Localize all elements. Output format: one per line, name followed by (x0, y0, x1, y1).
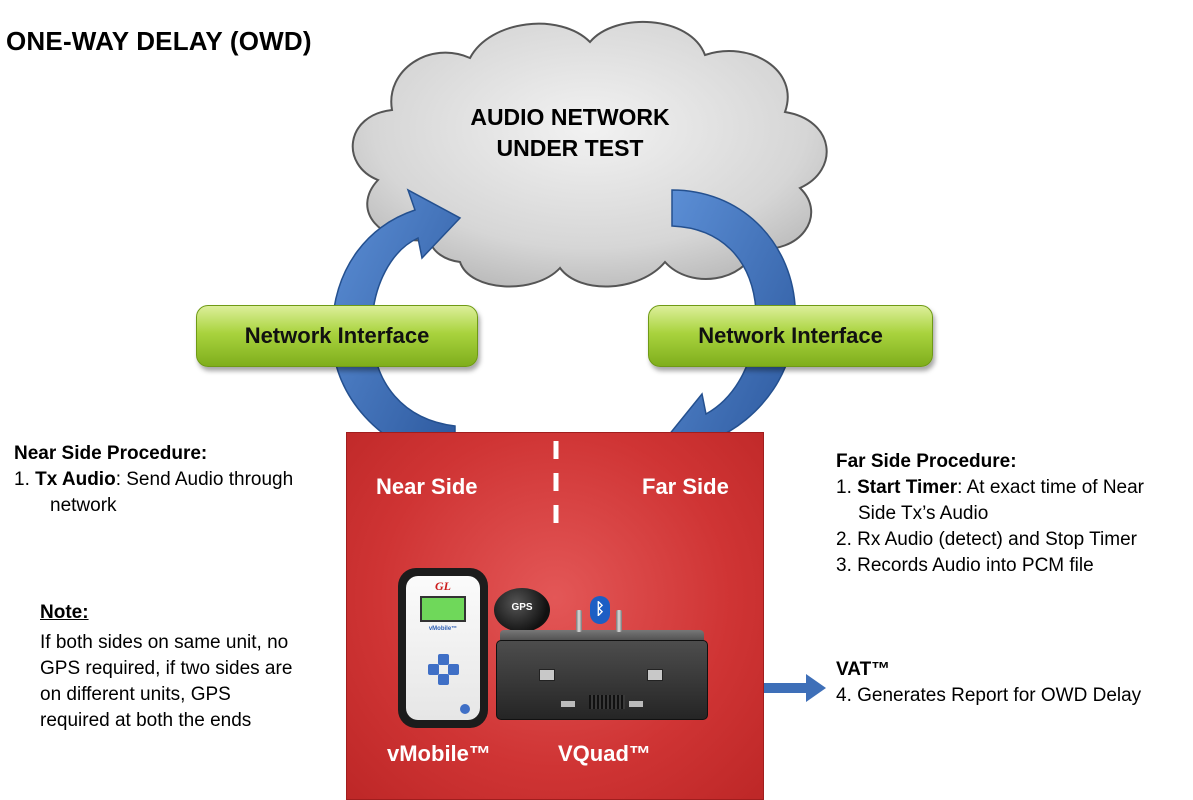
near-side-procedure: Near Side Procedure: 1. Tx Audio: Send A… (14, 441, 344, 519)
near-side-arrow (331, 188, 462, 467)
bluetooth-icon: ᛒ (590, 596, 610, 624)
near-procedure-step1: 1. Tx Audio: Send Audio through (14, 467, 344, 493)
right-arrow-icon (762, 674, 826, 702)
far-side-procedure: Far Side Procedure: 1. Start Timer: At e… (836, 449, 1193, 579)
note-line: on different units, GPS (40, 684, 231, 705)
usb-port (561, 701, 575, 707)
power-icon (460, 704, 470, 714)
step-action: Start Timer (857, 477, 958, 498)
gps-antenna: GPS (494, 588, 550, 632)
keypad-left-key (428, 664, 439, 675)
network-interface-left: Network Interface (196, 305, 478, 367)
keypad-right-key (448, 664, 459, 675)
keypad-up-key (438, 654, 449, 665)
step-action: Tx Audio (35, 469, 116, 490)
gl-logo: GL (435, 579, 451, 593)
near-procedure-heading: Near Side Procedure: (14, 443, 208, 464)
keypad-down-key (438, 674, 449, 685)
far-procedure-step1: 1. Start Timer: At exact time of Near (836, 475, 1193, 501)
vmobile-device: GL vMobile™ (398, 568, 488, 728)
vquad-label: VQuad™ (558, 741, 651, 766)
note-heading: Note: (40, 602, 89, 623)
vquad-antenna (576, 610, 582, 632)
note-block: Note: If both sides on same unit, no GPS… (40, 600, 340, 734)
vat-block: VAT™ 4. Generates Report for OWD Delay (836, 657, 1193, 709)
far-procedure-step1-cont: Side Tx’s Audio (858, 503, 989, 524)
far-procedure-step2: 2. Rx Audio (detect) and Stop Timer (836, 529, 1137, 550)
step-number: 1. (836, 477, 858, 498)
step-number: 1. (14, 469, 36, 490)
vmobile-label: vMobile™ (387, 741, 491, 766)
side-divider (553, 441, 559, 533)
near-procedure-step1-cont: network (50, 495, 117, 516)
step-detail: : At exact time of Near (957, 477, 1145, 498)
far-procedure-heading: Far Side Procedure: (836, 451, 1017, 472)
vquad-vent (589, 695, 625, 709)
vmobile-face: GL vMobile™ (406, 576, 480, 720)
ethernet-port (647, 669, 663, 681)
cloud-label-line2: UNDER TEST (496, 135, 644, 161)
page-title: ONE-WAY DELAY (OWD) (6, 26, 312, 56)
vat-step4: 4. Generates Report for OWD Delay (836, 685, 1142, 706)
ethernet-port (539, 669, 555, 681)
cloud-label-line1: AUDIO NETWORK (470, 104, 670, 130)
gps-label: GPS (511, 602, 533, 613)
vquad-antenna (616, 610, 622, 632)
near-side-label: Near Side (376, 474, 478, 499)
vat-heading: VAT™ (836, 659, 891, 680)
usb-port (629, 701, 643, 707)
network-interface-right: Network Interface (648, 305, 933, 367)
note-line: If both sides on same unit, no (40, 632, 289, 653)
vmobile-keypad (428, 654, 459, 685)
vmobile-name: vMobile™ (428, 626, 458, 632)
note-line: required at both the ends (40, 710, 252, 731)
vmobile-screen (420, 596, 466, 622)
step-detail: : Send Audio through (115, 469, 294, 490)
far-procedure-step3: 3. Records Audio into PCM file (836, 555, 1094, 576)
vquad-device (496, 640, 708, 720)
note-line: GPS required, if two sides are (40, 658, 293, 679)
far-side-label: Far Side (642, 474, 729, 499)
cloud-label: AUDIO NETWORK UNDER TEST (440, 102, 700, 164)
